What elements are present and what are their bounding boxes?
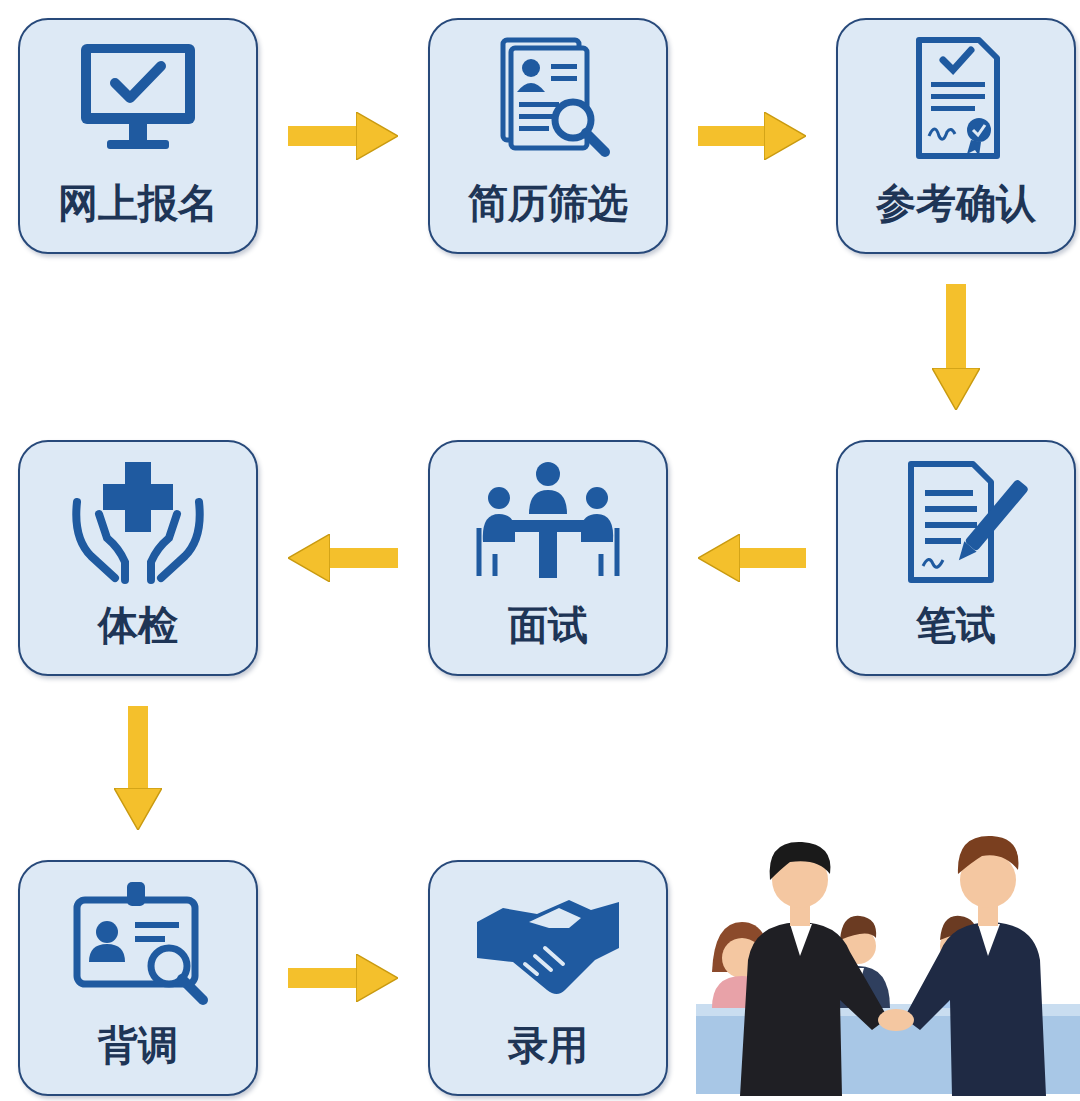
background-check-box: 背调: [18, 860, 258, 1096]
flow-arrow: [740, 548, 806, 568]
flow-arrow: [128, 706, 148, 788]
handshake-scene: [696, 836, 1080, 1096]
step-label: 面试: [508, 602, 588, 648]
confirm-box: 参考确认: [836, 18, 1076, 254]
flow-arrow: [288, 126, 356, 146]
step-label: 简历筛选: [468, 180, 628, 226]
step-label: 笔试: [916, 602, 996, 648]
interview-box: 面试: [428, 440, 668, 676]
step-icon: [473, 458, 623, 586]
step-label: 参考确认: [876, 180, 1036, 226]
step-icon: [473, 36, 623, 164]
step-icon: [63, 878, 213, 1006]
step-icon: [63, 36, 213, 164]
medical-box: 体检: [18, 440, 258, 676]
offer-box: 录用: [428, 860, 668, 1096]
screening-box: 简历筛选: [428, 18, 668, 254]
signup-box: 网上报名: [18, 18, 258, 254]
step-icon: [881, 458, 1031, 586]
step-label: 录用: [508, 1022, 588, 1068]
flow-arrow: [330, 548, 398, 568]
step-label: 体检: [98, 602, 178, 648]
step-icon: [63, 458, 213, 586]
step-label: 背调: [98, 1022, 178, 1068]
step-icon: [473, 878, 623, 1006]
step-icon: [881, 36, 1031, 164]
flow-arrow: [698, 126, 764, 146]
step-label: 网上报名: [58, 180, 218, 226]
flow-arrow: [288, 968, 356, 988]
flow-arrow: [946, 284, 966, 368]
written-test-box: 笔试: [836, 440, 1076, 676]
